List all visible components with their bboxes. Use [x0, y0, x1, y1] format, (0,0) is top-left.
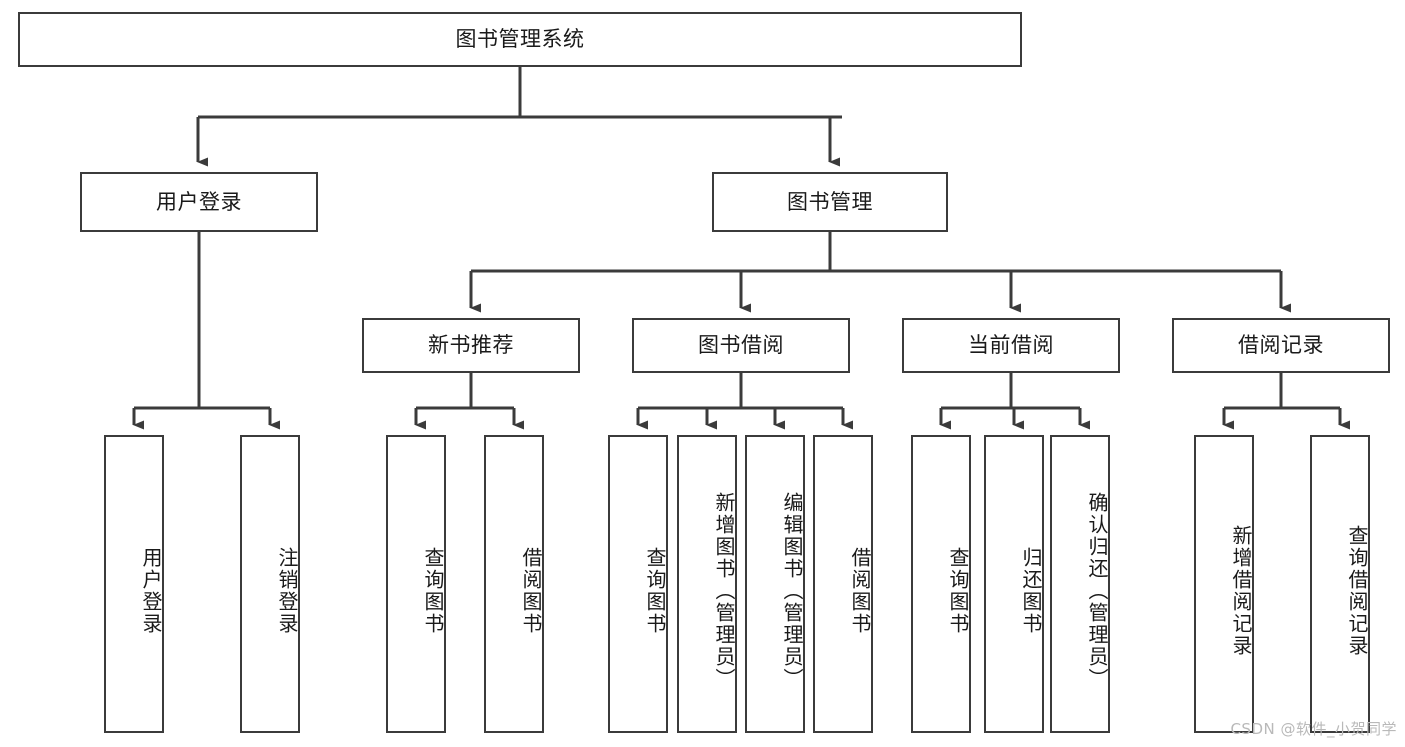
node-leaf-query-book-borrow[interactable]: 查询图书 [608, 435, 668, 733]
node-leaf-user-login[interactable]: 用户登录 [104, 435, 164, 733]
watermark: CSDN @软件_小贺同学 [1230, 720, 1397, 738]
node-leaf-borrow-book-recommend-label: 借阅图书 [519, 547, 543, 635]
node-new-book-recommend-label: 新书推荐 [428, 333, 514, 358]
node-leaf-borrow-book[interactable]: 借阅图书 [813, 435, 873, 733]
node-leaf-add-borrow-record-label: 新增借阅记录 [1229, 525, 1253, 657]
node-book-management-label: 图书管理 [787, 189, 873, 214]
node-book-borrow-label: 图书借阅 [698, 333, 784, 358]
node-leaf-query-borrow-record-label: 查询借阅记录 [1345, 525, 1369, 657]
node-leaf-edit-book-admin[interactable]: 编辑图书（管理员） [745, 435, 805, 733]
node-leaf-confirm-return-admin[interactable]: 确认归还（管理员） [1050, 435, 1110, 733]
node-leaf-borrow-book-recommend[interactable]: 借阅图书 [484, 435, 544, 733]
node-current-borrow-label: 当前借阅 [968, 333, 1054, 358]
node-book-borrow[interactable]: 图书借阅 [632, 318, 850, 373]
node-leaf-query-borrow-record[interactable]: 查询借阅记录 [1310, 435, 1370, 733]
node-root[interactable]: 图书管理系统 [18, 12, 1022, 67]
node-leaf-query-book-recommend-label: 查询图书 [421, 547, 445, 635]
node-new-book-recommend[interactable]: 新书推荐 [362, 318, 580, 373]
node-user-login-label: 用户登录 [156, 189, 242, 214]
node-leaf-edit-book-admin-label: 编辑图书（管理员） [780, 492, 804, 690]
node-leaf-add-book-admin[interactable]: 新增图书（管理员） [677, 435, 737, 733]
node-leaf-borrow-book-label: 借阅图书 [848, 547, 872, 635]
node-leaf-confirm-return-admin-label: 确认归还（管理员） [1085, 492, 1109, 690]
node-book-management[interactable]: 图书管理 [712, 172, 948, 232]
node-root-label: 图书管理系统 [455, 27, 585, 52]
node-leaf-query-book-current[interactable]: 查询图书 [911, 435, 971, 733]
node-leaf-return-book-label: 归还图书 [1019, 547, 1043, 635]
node-borrow-record[interactable]: 借阅记录 [1172, 318, 1390, 373]
node-leaf-query-book-borrow-label: 查询图书 [643, 547, 667, 635]
node-leaf-add-borrow-record[interactable]: 新增借阅记录 [1194, 435, 1254, 733]
node-leaf-user-logout[interactable]: 注销登录 [240, 435, 300, 733]
node-leaf-query-book-current-label: 查询图书 [946, 547, 970, 635]
node-borrow-record-label: 借阅记录 [1238, 333, 1324, 358]
node-leaf-user-login-label: 用户登录 [139, 547, 163, 635]
node-current-borrow[interactable]: 当前借阅 [902, 318, 1120, 373]
node-leaf-user-logout-label: 注销登录 [275, 547, 299, 635]
node-leaf-add-book-admin-label: 新增图书（管理员） [712, 492, 736, 690]
node-user-login[interactable]: 用户登录 [80, 172, 318, 232]
node-leaf-return-book[interactable]: 归还图书 [984, 435, 1044, 733]
node-leaf-query-book-recommend[interactable]: 查询图书 [386, 435, 446, 733]
